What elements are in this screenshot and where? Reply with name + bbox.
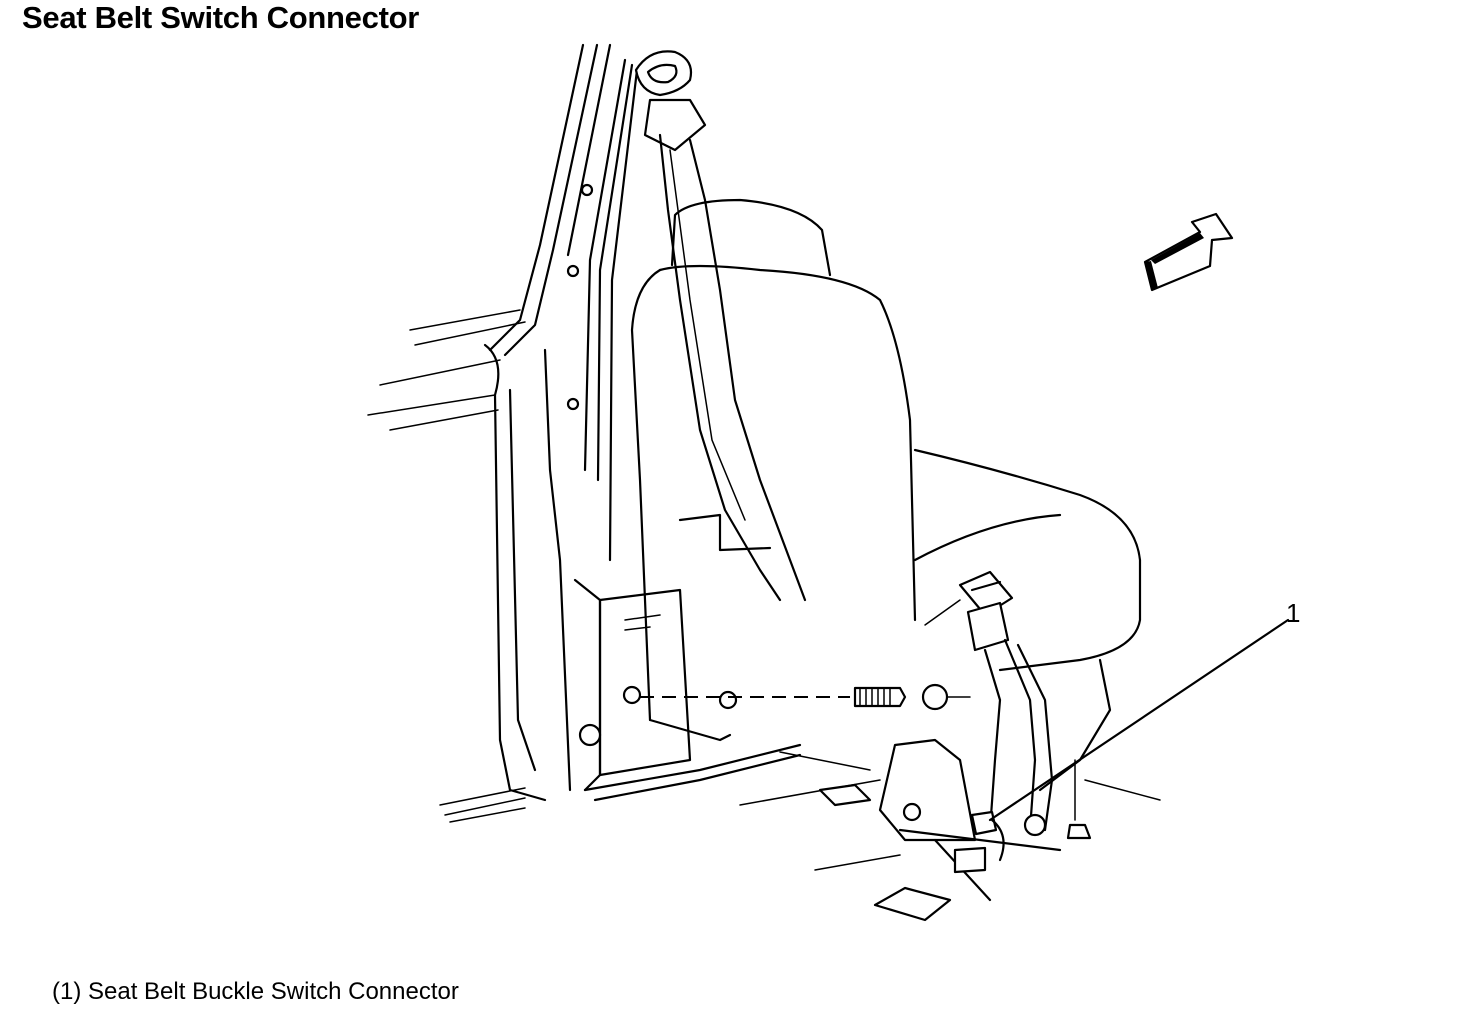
front-direction-arrow-icon [1143, 212, 1234, 292]
anchor-bolt-assembly [640, 683, 971, 711]
seat-cushion [913, 448, 1142, 792]
callout-leader-1 [988, 618, 1290, 822]
callout-1-label: 1 [1286, 598, 1301, 628]
buckle-stalk [958, 570, 1054, 837]
floor [739, 751, 1161, 871]
seat-back [630, 198, 917, 722]
b-pillar [367, 43, 639, 823]
d-ring-anchor [634, 50, 707, 152]
seat-riser [573, 578, 802, 802]
seat-bracket [873, 738, 1062, 922]
legend-item-1: (1) Seat Belt Buckle Switch Connector [52, 978, 459, 1005]
page-title: Seat Belt Switch Connector [22, 0, 419, 35]
shoulder-belt-webbing [658, 133, 807, 602]
buckle-switch-connector [970, 810, 1005, 862]
